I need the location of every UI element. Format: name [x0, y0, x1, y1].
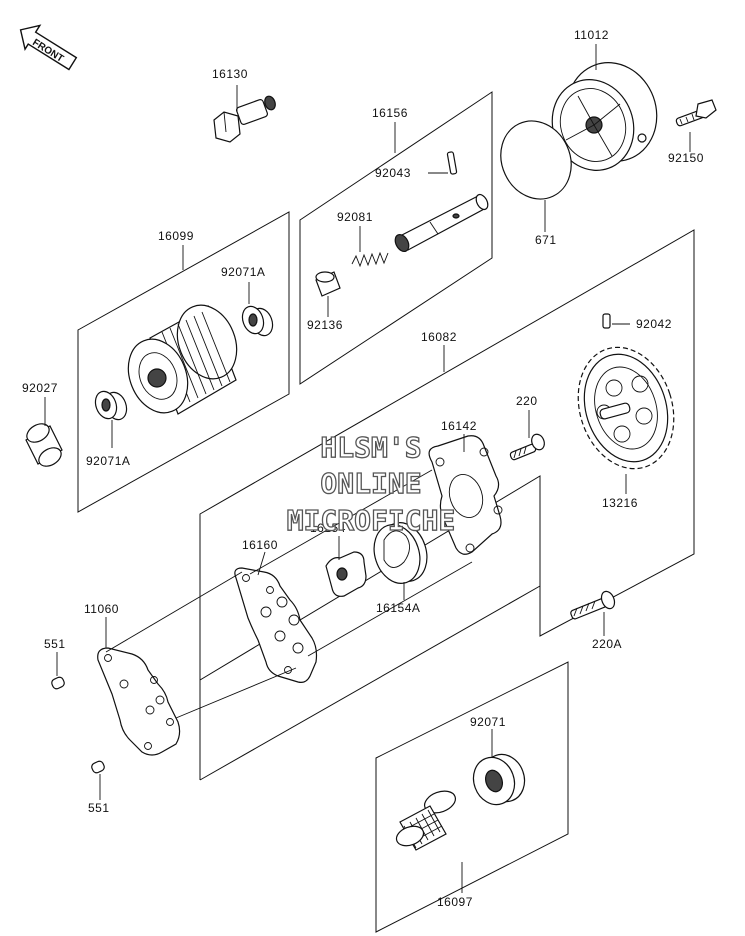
part-92071A-bottom-grommet — [94, 390, 128, 421]
part-16154A-outer-rotor — [373, 522, 428, 584]
watermark-line-3: MICROFICHE — [287, 504, 456, 537]
oil-screen-frame — [375, 661, 569, 933]
part-labels: 11012 16130 16156 92150 92043 92081 671 … — [22, 28, 704, 909]
oil-pump-frame-bottom — [199, 585, 541, 781]
part-16130-fitting — [213, 95, 276, 143]
front-arrow-badge: FRONT — [19, 24, 78, 71]
label-92043: 92043 — [375, 166, 411, 180]
part-671-o-ring — [500, 120, 572, 200]
part-92027-collar — [25, 423, 63, 467]
label-220: 220 — [516, 394, 538, 408]
label-16154: 16154 — [310, 521, 346, 535]
part-92071A-top-grommet — [241, 305, 274, 337]
part-16160-pump-plate — [234, 567, 318, 683]
part-16099-oil-filter — [127, 304, 238, 415]
label-92071A-bottom: 92071A — [86, 454, 130, 468]
part-16097-oil-screen — [395, 790, 457, 851]
label-92027: 92027 — [22, 381, 58, 395]
label-16154A: 16154A — [376, 601, 420, 615]
label-92081: 92081 — [337, 210, 373, 224]
part-92081-spring — [351, 251, 389, 268]
watermark-line-1: HLSM'S — [320, 431, 421, 464]
relief-valve-frame — [299, 91, 493, 385]
part-16154-inner-rotor — [325, 551, 367, 597]
label-551-bottom: 551 — [88, 801, 110, 815]
part-551-top-dowel — [51, 676, 65, 690]
label-16160: 16160 — [242, 538, 278, 552]
part-92150-bolt — [675, 99, 717, 127]
label-13216: 13216 — [602, 496, 638, 510]
leader-lines — [44, 44, 691, 893]
label-16142: 16142 — [441, 419, 477, 433]
label-16099: 16099 — [158, 229, 194, 243]
part-11012-pump-cover — [551, 62, 658, 171]
label-220A: 220A — [592, 637, 622, 651]
part-11060-gasket — [97, 647, 181, 756]
label-11060: 11060 — [84, 602, 119, 616]
label-16156: 16156 — [372, 106, 408, 120]
part-92042-pin — [602, 313, 611, 329]
part-13216-gear — [577, 346, 675, 470]
label-92150: 92150 — [668, 151, 704, 165]
part-551-bottom-dowel — [91, 760, 105, 774]
part-92043-pin — [446, 151, 458, 175]
label-671: 671 — [535, 233, 557, 247]
label-16082: 16082 — [421, 330, 457, 344]
oil-filter-frame — [77, 211, 290, 513]
label-16097: 16097 — [437, 895, 473, 909]
part-16142-pump-body — [428, 435, 503, 555]
part-220A-bolt — [570, 590, 616, 620]
label-11012: 11012 — [574, 28, 609, 42]
label-16130: 16130 — [212, 67, 248, 81]
part-220-screw — [509, 433, 545, 461]
part-92136-plunger — [315, 271, 341, 297]
watermark: HLSM'S ONLINE MICROFICHE — [286, 430, 456, 537]
part-16156-relief-valve — [394, 193, 489, 253]
label-92042: 92042 — [636, 317, 672, 331]
label-92136: 92136 — [307, 318, 343, 332]
label-92071A-top: 92071A — [221, 265, 265, 279]
part-92071-seal — [472, 753, 526, 806]
watermark-line-2: ONLINE — [320, 467, 421, 500]
label-92071: 92071 — [470, 715, 506, 729]
label-551-top: 551 — [44, 637, 66, 651]
